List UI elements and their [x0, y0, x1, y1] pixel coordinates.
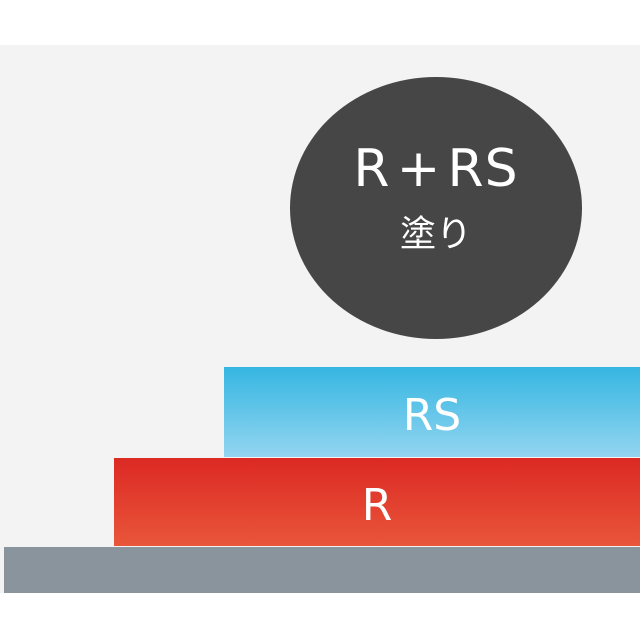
layer-r-label: R: [361, 480, 393, 531]
coating-badge: R + RS 塗り: [290, 77, 582, 339]
layer-rs-label: RS: [402, 390, 462, 441]
badge-subtitle: 塗り: [399, 214, 472, 255]
base-layer: [4, 547, 640, 593]
layer-rs: RS: [224, 367, 640, 457]
badge-title: R + RS: [353, 139, 519, 199]
layer-r: R: [114, 458, 640, 546]
